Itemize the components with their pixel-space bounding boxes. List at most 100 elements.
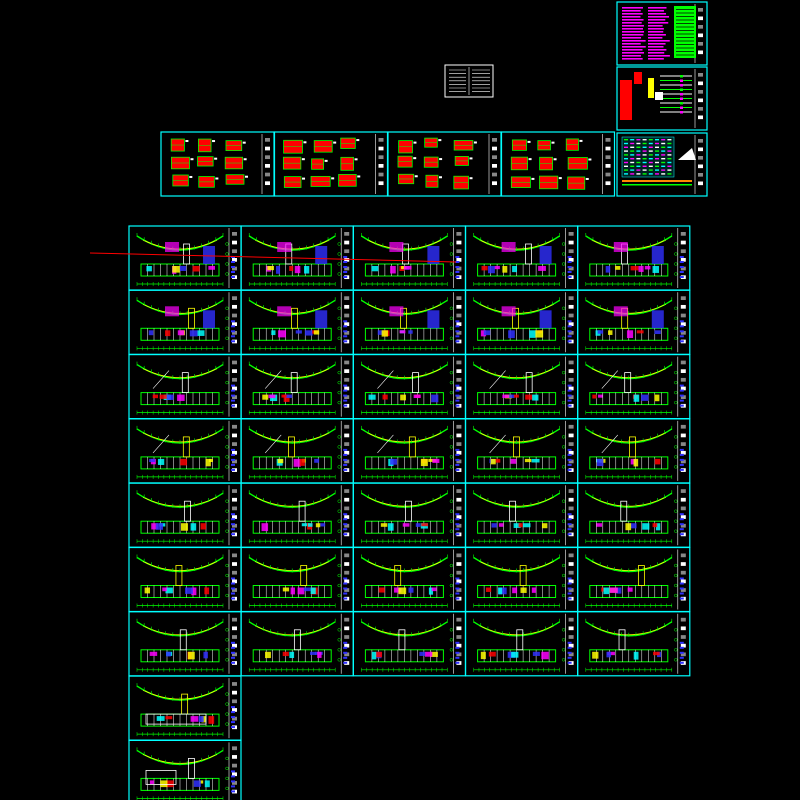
axis-bubble (449, 593, 454, 598)
title-block-entry (680, 369, 686, 373)
floor-plan-sheet-r7c5[interactable] (577, 611, 691, 677)
room-fill (159, 394, 167, 399)
room-fill (401, 266, 407, 270)
floor-plan-sheet-r1c3[interactable] (352, 225, 466, 291)
title-block-mark (679, 335, 684, 338)
schedule-cell (630, 139, 635, 141)
title-block-entry (680, 643, 686, 648)
floor-plan-sheet-r6c1[interactable] (128, 546, 242, 613)
floor-plan-sheet-r6c2[interactable] (240, 546, 354, 613)
floor-plan-sheet-r5c4[interactable] (465, 482, 579, 548)
floor-plan-sheet-r6c3[interactable] (352, 546, 466, 613)
floor-plan-sheet-r5c5[interactable] (577, 482, 691, 548)
title-block-mark (231, 582, 235, 585)
title-block-entry (232, 562, 237, 566)
stair-core (291, 307, 298, 329)
floor-plan-sheet-r7c1[interactable] (128, 611, 242, 677)
title-block-mark (231, 790, 235, 793)
note-text-line (676, 16, 694, 17)
floor-plan-sheet-r4c4[interactable] (465, 418, 579, 484)
floor-plan-sheet-r5c2[interactable] (240, 482, 354, 548)
floor-plan-sheet-r1c4[interactable] (465, 225, 579, 291)
title-block-entry (698, 25, 703, 29)
detail-sheet-4[interactable] (500, 131, 616, 197)
legend-sheet-schedule[interactable] (616, 132, 708, 197)
legend-sheet-notes[interactable] (616, 1, 708, 66)
room-fill (609, 587, 618, 593)
title-block-mark (567, 458, 572, 461)
room-fill (541, 523, 548, 529)
title-block-entry (344, 258, 350, 262)
floor-plan-sheet-r2c4[interactable] (465, 289, 579, 355)
floor-plan-sheet-r5c1[interactable] (128, 482, 242, 548)
title-block-mark (679, 528, 684, 531)
title-block-mark (679, 577, 684, 580)
floor-plan-sheet-r6c4[interactable] (465, 546, 579, 613)
detail-sheet-1[interactable] (160, 131, 275, 197)
title-block-mark (567, 394, 572, 397)
floor-plan-sheet-r6c5[interactable] (577, 546, 691, 613)
note-text-line (622, 19, 644, 21)
floor-plan-sheet-r1c1[interactable] (128, 225, 242, 291)
title-block-entry (456, 643, 462, 648)
detail-label (438, 139, 442, 142)
floor-plan-sheet-r1c2[interactable] (240, 225, 354, 291)
detail-sheet-2[interactable] (273, 131, 389, 197)
title-block-entry (680, 617, 686, 622)
title-block-entry (605, 155, 611, 160)
title-block-mark (455, 448, 460, 451)
title-block-mark (231, 785, 235, 788)
title-block-entry (344, 296, 350, 301)
floor-plan-sheet-r2c2[interactable] (240, 289, 354, 355)
schedule-cell (642, 169, 647, 171)
title-block-entry (344, 433, 350, 438)
title-block-entry (232, 296, 237, 301)
title-block-entry (456, 626, 462, 631)
room-fill (390, 458, 398, 465)
floor-plan-sheet-r7c2[interactable] (240, 611, 354, 677)
floor-plan-sheet-r5c3[interactable] (352, 482, 466, 548)
floor-plan-sheet-r2c3[interactable] (352, 289, 466, 355)
floor-plan-sheet-r3c4[interactable] (465, 354, 579, 420)
floor-plan-sheet-r1c5[interactable] (577, 225, 691, 291)
floor-plan-sheet-r7c3[interactable] (352, 611, 466, 677)
highlight-zone (501, 306, 516, 317)
axis-bubble (561, 509, 566, 513)
floor-plan-sheet-r7c4[interactable] (465, 611, 579, 677)
detail-sheet-3[interactable] (387, 131, 502, 197)
floor-plan-sheet-r3c2[interactable] (240, 354, 354, 420)
title-block-entry (232, 708, 237, 712)
floor-plan-sheet-r8c1[interactable] (128, 675, 242, 741)
title-block-mark (343, 271, 348, 273)
title-block-entry (232, 506, 237, 511)
floor-plan-sheet-r4c1[interactable] (128, 418, 242, 484)
axis-bubble (337, 563, 341, 568)
floor-plan-sheet-r4c2[interactable] (240, 418, 354, 484)
axis-bubble (449, 563, 454, 568)
schedule-cell (667, 154, 672, 156)
title-block-entry (680, 459, 686, 464)
room-fill (655, 523, 661, 531)
axis-bubble (225, 262, 229, 266)
title-block-entry (492, 146, 497, 151)
room-fill (265, 651, 271, 659)
floor-plan-sheet-r3c1[interactable] (128, 354, 242, 420)
floor-plan-sheet-r4c3[interactable] (352, 418, 466, 484)
floor-plan-sheet-r2c5[interactable] (577, 289, 691, 355)
axis-bubble (674, 390, 678, 395)
legend-sheet-riser[interactable] (616, 66, 708, 131)
stair-core (629, 436, 636, 458)
title-block-entry (232, 258, 237, 262)
floor-plan-sheet-r2c1[interactable] (128, 289, 242, 355)
title-block-entry (568, 506, 574, 511)
floor-plan-sheet-r3c3[interactable] (352, 354, 466, 420)
floor-plan-sheet-r4c5[interactable] (577, 418, 691, 484)
axis-bubble (674, 573, 678, 578)
title-block-mark (455, 399, 460, 402)
room-fill (485, 587, 492, 592)
floor-plan-sheet-r3c5[interactable] (577, 354, 691, 420)
highlight-zone (651, 246, 664, 264)
title-block-entry (344, 450, 350, 455)
axis-bubble (337, 509, 341, 513)
